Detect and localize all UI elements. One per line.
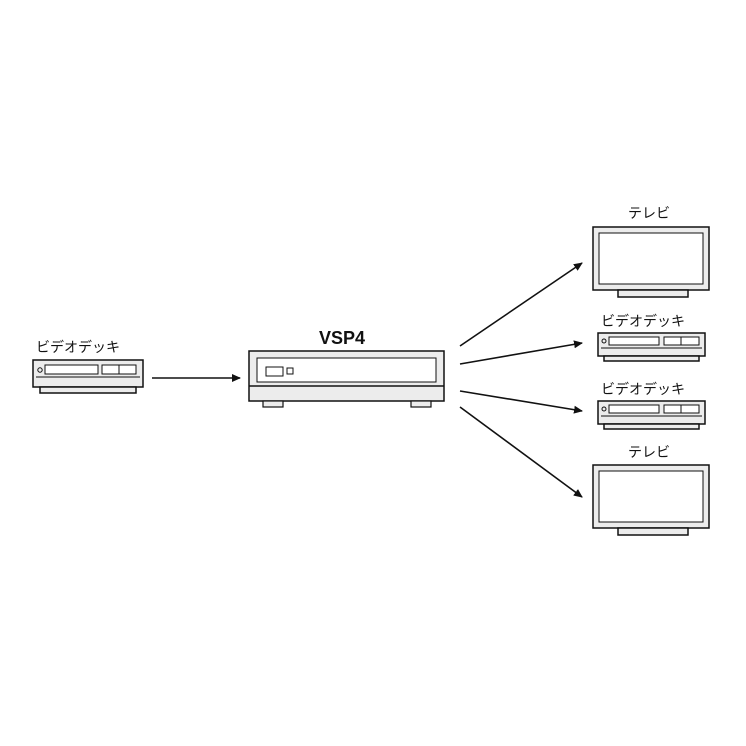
output-tv-4-icon [592,464,710,536]
vsp4-switcher-icon [248,350,445,408]
output-3-label: ビデオデッキ [601,382,685,398]
source-vcr-label: ビデオデッキ [36,340,120,356]
output-vcr-3-icon [597,400,706,430]
switcher-label: VSP4 [319,328,366,348]
output-tv-1-icon [592,226,710,298]
output-arrow-4 [459,406,583,498]
output-arrow-2 [459,340,583,365]
output-1-label: テレビ [628,206,670,222]
output-2-label: ビデオデッキ [601,314,685,330]
output-arrow-1 [459,262,583,347]
output-vcr-2-icon [597,332,706,362]
output-4-label: テレビ [628,445,670,461]
output-arrow-3 [459,390,583,414]
source-vcr-icon [32,359,144,394]
